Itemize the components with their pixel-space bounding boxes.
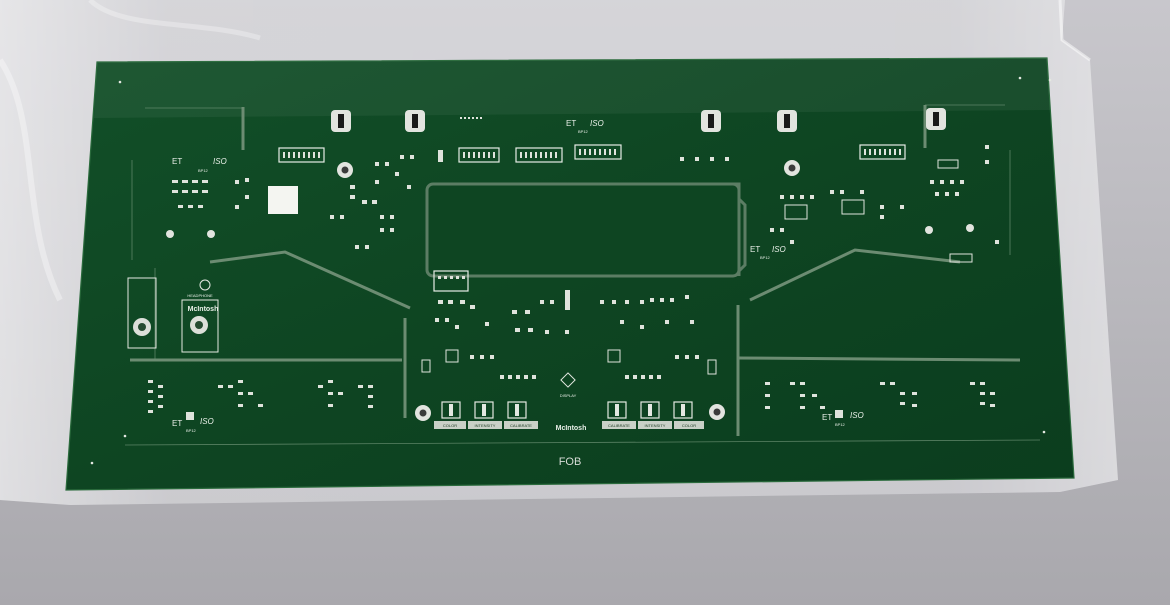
display-notch: [722, 182, 747, 276]
bag-wrinkle: [0, 58, 63, 302]
button-label-plates: [434, 421, 704, 429]
jack-hole-b-center: [195, 321, 203, 329]
display-diamond-marker: [560, 372, 576, 388]
board-reflection: [94, 58, 1050, 118]
mounting-holes: [166, 160, 974, 421]
component-pad-square: [268, 186, 298, 214]
display-window: [425, 182, 741, 278]
brand-logo-center: McIntosh: [556, 425, 587, 432]
board-code-bp-top: BP12: [578, 129, 589, 134]
board-code-iso-right: ISO: [772, 245, 786, 254]
board-outline-cuts: [130, 105, 1021, 436]
button-label-color-left: COLOR: [443, 423, 457, 428]
board-code-bp-left: BP12: [198, 168, 209, 173]
components-lower-right: [765, 382, 995, 418]
board-code-iso-top: ISO: [590, 119, 604, 128]
button-label-calibrate-right: CALIBRATE: [608, 423, 630, 428]
board-code-iso-bottom-right: ISO: [850, 411, 864, 420]
components-lower-left: [148, 380, 373, 420]
board-code-bp-bottom-right: BP12: [835, 422, 846, 427]
pcb-edge: [65, 57, 1075, 491]
push-button-centers: [449, 404, 685, 416]
board-code-bp-bottom-left: BP12: [186, 428, 197, 433]
jack-hole-a-center: [138, 323, 146, 331]
fob-label: FOB: [559, 456, 582, 468]
board-code-et-right: ET: [750, 245, 760, 254]
connector-footprints: [278, 144, 906, 292]
headphone-jack-outline: [127, 277, 157, 349]
display-label: DISPLAY: [560, 393, 577, 398]
board-code-et-left: ET: [172, 157, 182, 166]
brand-logo-left: McIntosh: [188, 306, 219, 313]
components-upper-left: [172, 150, 443, 249]
silk-guide-lines: [124, 104, 1041, 446]
board-code-et-bottom-left: ET: [172, 419, 182, 428]
board-code-iso-bottom-left: ISO: [200, 417, 214, 426]
headphone-jack-outline-b: [181, 299, 219, 353]
components-center: [421, 290, 717, 379]
button-label-intensity-left: INTENSITY: [475, 423, 496, 428]
top-led-centers: [338, 112, 939, 128]
board-code-iso-left: ISO: [213, 157, 227, 166]
button-label-intensity-right: INTENSITY: [645, 423, 666, 428]
headphone-marker: [199, 279, 211, 291]
board-code-bp-right: BP12: [760, 255, 771, 260]
headphone-label: HEADPHONE: [187, 293, 213, 298]
board-code-et-top: ET: [566, 119, 576, 128]
button-label-calibrate-left: CALIBRATE: [510, 423, 532, 428]
bag-wrinkle: [88, 0, 261, 41]
fiducial-dots: [90, 76, 1052, 465]
smd-pads: [283, 117, 901, 279]
button-label-color-right: COLOR: [682, 423, 696, 428]
board-code-et-bottom-right: ET: [822, 413, 832, 422]
bag-edge: [1058, 0, 1091, 62]
push-button-footprints: [441, 401, 693, 419]
components-upper-right: [680, 145, 999, 263]
